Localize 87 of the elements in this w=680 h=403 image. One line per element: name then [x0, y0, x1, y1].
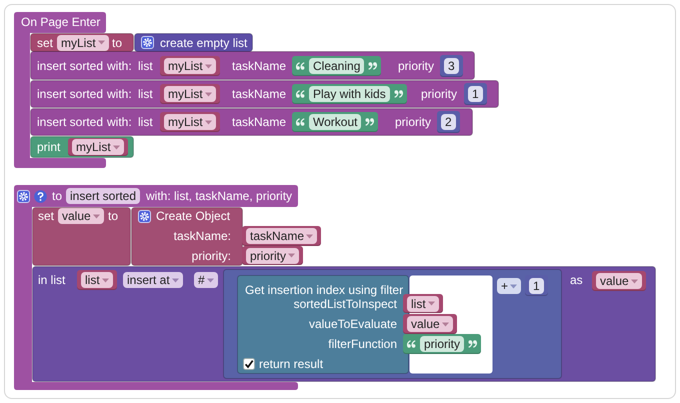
number-field: 1: [468, 86, 483, 102]
operator-dropdown: +: [497, 278, 522, 294]
block-label: priority: [398, 58, 434, 72]
variable-block: [242, 246, 304, 265]
block-label: Create Object: [156, 209, 230, 223]
mode-dropdown: insert at: [123, 272, 183, 288]
list-block: [134, 33, 253, 52]
variable-block: [403, 294, 443, 313]
block-label: list: [138, 87, 153, 101]
block-label: set: [38, 209, 54, 223]
arithmetic-block: [223, 269, 562, 379]
print-block: [30, 136, 134, 158]
block-label: with:: [107, 58, 132, 72]
procedure-call-block: [30, 80, 499, 108]
number-field: 2: [441, 114, 456, 130]
set-variable-block: [30, 33, 134, 52]
block-label: priority:: [192, 249, 231, 263]
block-label: taskName:: [174, 229, 231, 243]
block-label: taskName: [232, 58, 286, 72]
block-label: Get insertion index using filter: [245, 283, 404, 297]
variable-block: [403, 314, 457, 334]
block-label: sortedListToInspect: [294, 297, 397, 311]
variable-dropdown: value: [407, 316, 453, 332]
block-label: to: [112, 36, 122, 50]
variable-block: [160, 84, 220, 104]
block-label: return result: [259, 357, 324, 371]
variable-dropdown: list: [407, 296, 439, 312]
variable-dropdown: myList: [164, 58, 216, 74]
variable-block: [242, 226, 322, 246]
variable-block: [160, 112, 220, 132]
variable-dropdown: list: [81, 272, 113, 288]
block-label: to: [108, 209, 118, 223]
variable-dropdown: value: [596, 273, 642, 289]
block-label: taskName: [232, 115, 286, 129]
procedure-call-block: [30, 108, 473, 136]
block-label: filterFunction: [328, 337, 397, 351]
text-field: priority: [420, 336, 464, 352]
object-block: [131, 207, 243, 266]
block-label: insert sorted: [37, 87, 104, 101]
name-field: insert sorted: [66, 188, 140, 204]
block-label: priority: [395, 115, 432, 129]
number-field: 3: [444, 58, 459, 74]
index-dropdown: #: [194, 272, 218, 288]
text-field: Workout: [309, 114, 362, 130]
block-label: with:: [107, 87, 132, 101]
variable-dropdown: myList: [164, 114, 216, 130]
number-block: [437, 111, 460, 133]
block-label: insert sorted: [37, 58, 104, 72]
text-block: [403, 334, 482, 354]
variable-dropdown: value: [58, 208, 104, 224]
procedure-call-block: [30, 51, 475, 80]
text-block: [292, 56, 382, 76]
block-label: On Page Enter: [21, 15, 100, 29]
variable-block: [592, 271, 646, 291]
number-block: [525, 275, 548, 296]
number-field: 1: [529, 278, 544, 294]
text-block: [292, 84, 407, 104]
block-label: with: list, taskName, priority: [146, 189, 292, 203]
block-label: taskName: [232, 87, 286, 101]
text-field: Cleaning: [309, 58, 364, 74]
procedure-call-block: [237, 275, 409, 374]
block-label: with:: [107, 115, 132, 129]
block-label: set: [37, 36, 54, 50]
text-block: [292, 112, 378, 132]
variable-dropdown: myList: [164, 86, 216, 102]
block-label: create empty list: [160, 36, 248, 50]
variable-block: [160, 56, 220, 76]
block-label: valueToEvaluate: [308, 317, 397, 331]
block-label: insert sorted: [37, 115, 104, 129]
block-label: to: [52, 189, 62, 203]
number-block: [464, 83, 487, 105]
block-label: list: [138, 58, 153, 72]
variable-dropdown: taskName: [246, 228, 318, 244]
variable-dropdown: priority: [246, 248, 300, 264]
block-label: in list: [38, 273, 66, 287]
variable-dropdown: myList: [57, 34, 109, 50]
variable-dropdown: myList: [72, 139, 124, 155]
text-field: Play with kids: [309, 86, 390, 102]
variable-block: [68, 138, 128, 156]
variable-block: [77, 270, 117, 290]
block-label: list: [138, 115, 153, 129]
list-insert-block: [32, 266, 656, 382]
number-block: [440, 55, 463, 77]
block-label: priority: [421, 87, 458, 101]
block-label: as: [570, 273, 583, 287]
block-label: print: [37, 140, 60, 154]
set-variable-block: [32, 207, 131, 266]
